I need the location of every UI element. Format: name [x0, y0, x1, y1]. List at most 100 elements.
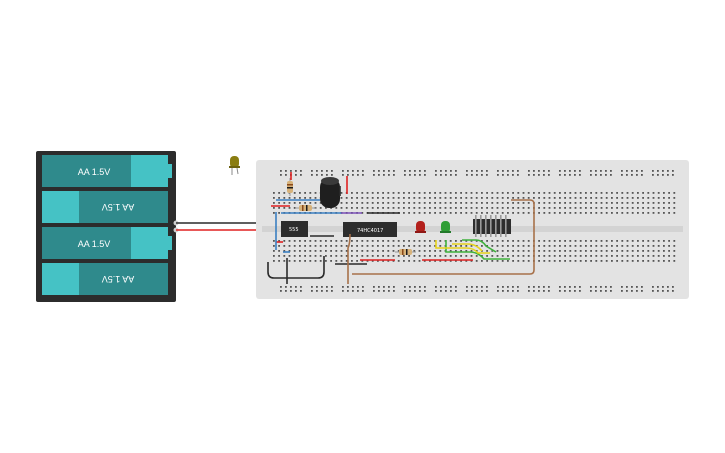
breadboard-hole[interactable]: [616, 207, 618, 209]
breadboard-hole[interactable]: [522, 240, 525, 242]
breadboard-hole[interactable]: [491, 212, 494, 214]
breadboard-hole[interactable]: [414, 170, 416, 172]
breadboard-hole[interactable]: [637, 245, 639, 247]
breadboard-hole[interactable]: [527, 202, 530, 204]
breadboard-hole[interactable]: [668, 260, 670, 262]
wire-brown-2[interactable]: [352, 199, 535, 275]
breadboard-hole[interactable]: [585, 197, 587, 199]
breadboard-hole[interactable]: [455, 240, 457, 242]
breadboard-hole[interactable]: [361, 245, 364, 247]
breadboard-hole[interactable]: [564, 197, 566, 199]
breadboard-hole[interactable]: [471, 290, 473, 292]
breadboard-hole[interactable]: [382, 207, 384, 209]
breadboard-hole[interactable]: [366, 192, 369, 194]
breadboard-hole[interactable]: [486, 174, 488, 176]
breadboard-hole[interactable]: [475, 240, 478, 242]
breadboard-hole[interactable]: [621, 202, 624, 204]
breadboard-hole[interactable]: [423, 250, 426, 252]
breadboard-hole[interactable]: [512, 192, 514, 194]
breadboard-hole[interactable]: [361, 250, 364, 252]
breadboard-hole[interactable]: [331, 290, 333, 292]
breadboard-hole[interactable]: [621, 240, 624, 242]
breadboard-hole[interactable]: [668, 240, 670, 242]
breadboard-hole[interactable]: [413, 260, 416, 262]
breadboard-hole[interactable]: [450, 170, 452, 172]
breadboard-hole[interactable]: [465, 250, 468, 252]
breadboard-hole[interactable]: [637, 260, 639, 262]
breadboard-hole[interactable]: [574, 197, 577, 199]
breadboard-hole[interactable]: [637, 207, 639, 209]
breadboard-hole[interactable]: [342, 170, 344, 172]
breadboard-hole[interactable]: [616, 202, 618, 204]
breadboard-hole[interactable]: [647, 202, 650, 204]
breadboard-hole[interactable]: [439, 245, 442, 247]
breadboard-hole[interactable]: [553, 202, 556, 204]
breadboard-hole[interactable]: [507, 202, 509, 204]
breadboard-hole[interactable]: [383, 170, 385, 172]
breadboard-hole[interactable]: [611, 250, 613, 252]
breadboard-hole[interactable]: [574, 212, 577, 214]
breadboard-hole[interactable]: [543, 202, 546, 204]
breadboard-hole[interactable]: [345, 207, 348, 209]
breadboard-hole[interactable]: [642, 260, 644, 262]
breadboard-hole[interactable]: [631, 240, 634, 242]
breadboard-hole[interactable]: [605, 245, 608, 247]
breadboard-hole[interactable]: [517, 192, 520, 194]
breadboard-hole[interactable]: [460, 250, 462, 252]
breadboard-hole[interactable]: [652, 192, 655, 194]
breadboard-hole[interactable]: [496, 192, 499, 194]
breadboard-hole[interactable]: [418, 192, 421, 194]
breadboard-hole[interactable]: [280, 290, 282, 292]
breadboard-hole[interactable]: [414, 174, 416, 176]
breadboard-hole[interactable]: [527, 207, 530, 209]
breadboard-hole[interactable]: [600, 255, 603, 257]
breadboard-hole[interactable]: [351, 207, 353, 209]
breadboard-hole[interactable]: [512, 170, 514, 172]
breadboard-hole[interactable]: [455, 245, 457, 247]
breadboard-hole[interactable]: [273, 207, 275, 209]
breadboard-hole[interactable]: [631, 174, 633, 176]
breadboard-hole[interactable]: [595, 286, 597, 288]
breadboard-hole[interactable]: [356, 202, 358, 204]
breadboard-hole[interactable]: [590, 255, 592, 257]
breadboard-hole[interactable]: [476, 170, 478, 172]
breadboard-hole[interactable]: [548, 207, 551, 209]
breadboard-hole[interactable]: [538, 286, 540, 288]
breadboard-hole[interactable]: [330, 255, 332, 257]
breadboard-hole[interactable]: [295, 170, 297, 172]
breadboard-hole[interactable]: [605, 202, 608, 204]
breadboard-hole[interactable]: [351, 240, 353, 242]
breadboard-hole[interactable]: [574, 174, 576, 176]
breadboard-hole[interactable]: [403, 240, 405, 242]
breadboard-hole[interactable]: [574, 240, 577, 242]
breadboard-hole[interactable]: [637, 240, 639, 242]
breadboard-hole[interactable]: [387, 255, 390, 257]
breadboard-hole[interactable]: [434, 197, 436, 199]
breadboard-hole[interactable]: [527, 192, 530, 194]
breadboard-hole[interactable]: [316, 170, 318, 172]
breadboard-hole[interactable]: [439, 255, 442, 257]
breadboard-hole[interactable]: [657, 255, 660, 257]
breadboard-hole[interactable]: [445, 290, 447, 292]
breadboard-hole[interactable]: [501, 192, 504, 194]
breadboard-hole[interactable]: [657, 202, 660, 204]
breadboard-hole[interactable]: [383, 174, 385, 176]
breadboard-hole[interactable]: [642, 212, 644, 214]
breadboard-hole[interactable]: [311, 170, 313, 172]
breadboard-hole[interactable]: [283, 260, 286, 262]
breadboard-hole[interactable]: [377, 197, 379, 199]
breadboard-hole[interactable]: [278, 197, 280, 199]
breadboard-hole[interactable]: [590, 250, 592, 252]
breadboard-hole[interactable]: [538, 174, 540, 176]
breadboard-hole[interactable]: [595, 240, 598, 242]
battery-black-lead[interactable]: [176, 222, 269, 262]
breadboard-hole[interactable]: [662, 286, 664, 288]
breadboard-hole[interactable]: [387, 260, 390, 262]
breadboard-hole[interactable]: [543, 174, 545, 176]
breadboard-hole[interactable]: [314, 197, 317, 199]
breadboard-hole[interactable]: [475, 207, 478, 209]
breadboard-hole[interactable]: [533, 174, 535, 176]
wires[interactable]: [267, 172, 535, 284]
breadboard-hole[interactable]: [626, 197, 629, 199]
breadboard-hole[interactable]: [413, 192, 416, 194]
